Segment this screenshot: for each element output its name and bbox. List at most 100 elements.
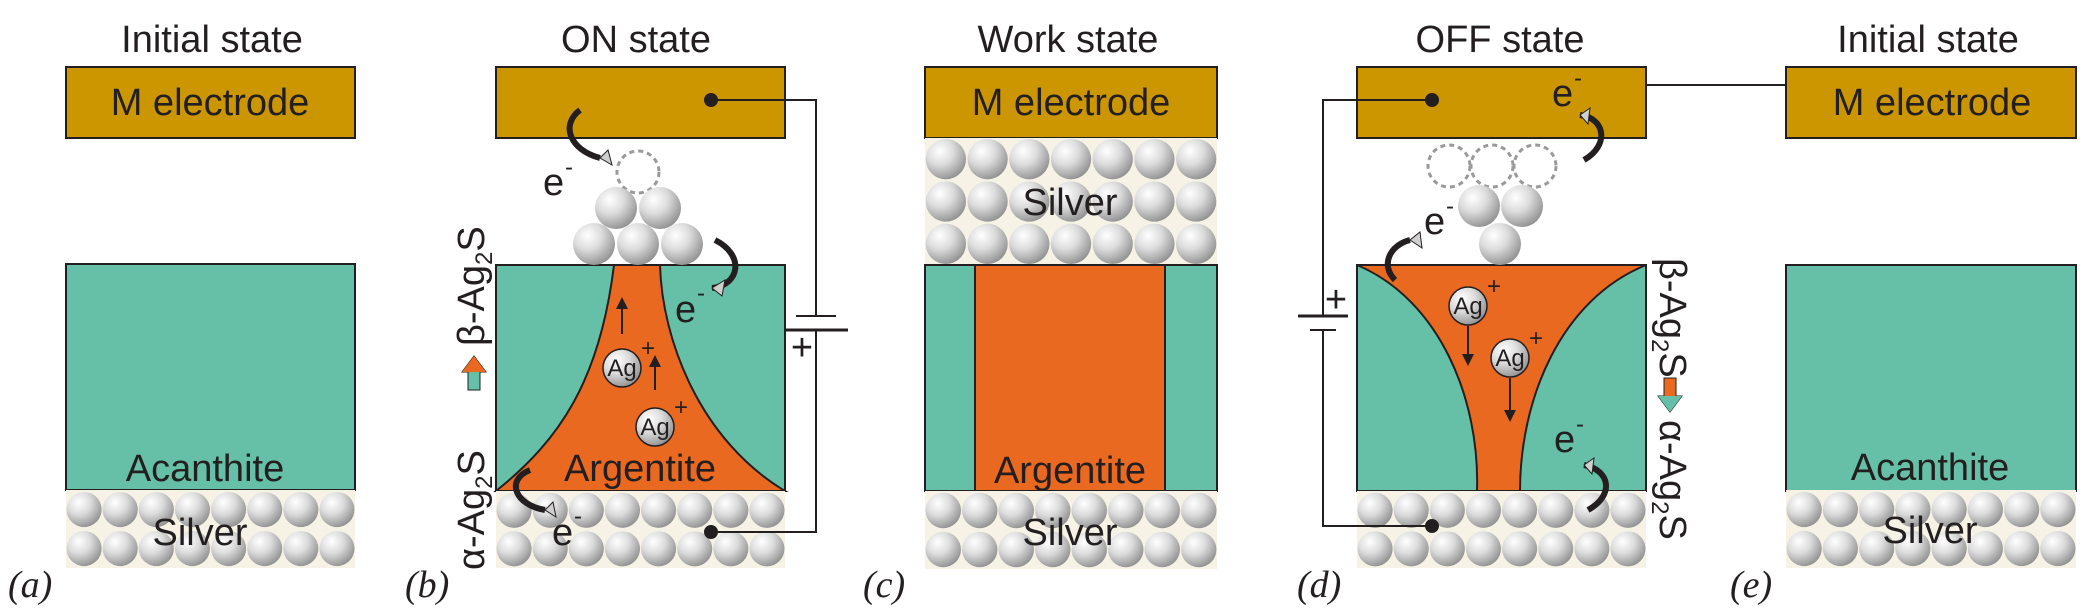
panel-letter-a: (a) xyxy=(8,564,52,606)
electron-d-bottom: e - xyxy=(1554,411,1609,513)
silver-atom xyxy=(1092,181,1133,222)
silver-atom xyxy=(1071,531,1107,568)
silver-top-label-c: Silver xyxy=(1022,182,1117,224)
silver-atom xyxy=(1393,531,1429,567)
svg-text:Ag: Ag xyxy=(1495,345,1524,372)
silver-atom xyxy=(532,531,568,567)
m-electrode-label-e: M electrode xyxy=(1833,82,2032,124)
silver-atom xyxy=(641,531,677,567)
electron-d-mid: e - xyxy=(1384,193,1454,283)
silver-atom xyxy=(925,531,961,568)
argentite-label-b: Argentite xyxy=(564,448,716,490)
silver-atom xyxy=(1538,531,1574,567)
svg-text:Ag: Ag xyxy=(1453,293,1482,320)
circuit-b xyxy=(704,93,848,539)
silver-atom xyxy=(749,531,785,567)
silver-atom xyxy=(138,491,174,528)
phase-label-d: β-Ag2S α-Ag2S xyxy=(1646,258,1693,540)
silver-atom xyxy=(319,530,355,567)
silver-atom xyxy=(1357,492,1393,528)
silver-atom xyxy=(1175,223,1217,264)
silver-atom xyxy=(1931,491,1967,528)
silver-atom xyxy=(1092,139,1133,180)
electron-b-mid: e - xyxy=(675,237,739,331)
silver-atom xyxy=(568,492,604,528)
silver-cluster-d xyxy=(1426,143,1558,265)
svg-text:e: e xyxy=(552,512,573,554)
silver-atom xyxy=(1009,181,1050,222)
svg-text:e: e xyxy=(675,289,696,331)
panel-c: Work state M electrode Silver Argentite … xyxy=(863,19,1218,606)
svg-text:+: + xyxy=(1529,325,1543,352)
silver-atom xyxy=(967,181,1008,222)
silver-atom xyxy=(1538,492,1574,528)
silver-atom xyxy=(749,492,785,528)
svg-text:α-Ag2S: α-Ag2S xyxy=(451,450,498,570)
silver-atom xyxy=(713,492,749,528)
battery-plus-b: + xyxy=(791,327,813,369)
silver-atom xyxy=(66,491,102,528)
silver-cluster-b xyxy=(573,149,703,265)
acanthite-e xyxy=(1785,264,2077,492)
svg-text:-: - xyxy=(1576,411,1584,438)
silver-atom xyxy=(568,531,604,567)
silver-atom xyxy=(1931,530,1967,567)
silver-atom xyxy=(1175,139,1217,180)
acanthite-label-e: Acanthite xyxy=(1851,447,2009,489)
silver-atom xyxy=(496,492,532,528)
silver-atom xyxy=(1502,531,1538,567)
silver-atom xyxy=(138,530,174,567)
svg-text:Ag: Ag xyxy=(640,414,669,441)
silver-atom xyxy=(1429,531,1465,567)
silver-atom xyxy=(283,491,319,528)
acanthite-a xyxy=(65,263,356,491)
silver-atom xyxy=(1786,530,1822,567)
silver-atom xyxy=(1108,492,1144,529)
silver-atom xyxy=(1859,530,1895,567)
silver-atom xyxy=(2004,491,2040,528)
svg-text:e: e xyxy=(543,162,564,204)
silver-label-e: Silver xyxy=(1882,510,1977,552)
silver-atom xyxy=(1009,139,1050,180)
m-electrode-a xyxy=(65,66,356,139)
silver-atom xyxy=(2040,530,2076,567)
silver-atom xyxy=(1859,491,1895,528)
silver-atom xyxy=(1035,492,1071,529)
ag-ion-b1: Ag + xyxy=(602,297,655,388)
svg-text:Ag: Ag xyxy=(607,355,636,382)
svg-text:-: - xyxy=(565,154,573,181)
silver-atom xyxy=(1092,223,1133,264)
silver-atom xyxy=(1786,491,1822,528)
panel-b-title: ON state xyxy=(561,19,711,61)
silver-atom xyxy=(1895,491,1931,528)
silver-atom xyxy=(713,531,749,567)
circuit-d xyxy=(1298,84,1786,533)
silver-atom xyxy=(1144,492,1180,529)
phase-label-b: α-Ag2S β-Ag2S xyxy=(451,226,498,570)
silver-atom xyxy=(967,139,1008,180)
silver-atom xyxy=(925,139,967,180)
electron-b-bottom: e - xyxy=(512,467,582,554)
silver-atom xyxy=(925,492,961,529)
silver-atom xyxy=(247,491,283,528)
silver-atom xyxy=(102,530,138,567)
silver-atom xyxy=(677,531,713,567)
silver-atom xyxy=(1181,492,1217,529)
electron-d-top: e - xyxy=(1552,65,1605,163)
panel-c-title: Work state xyxy=(978,19,1159,61)
silver-atom xyxy=(247,530,283,567)
silver-atom xyxy=(1465,492,1501,528)
ag-ion-d2: Ag + xyxy=(1490,325,1543,422)
silver-atom xyxy=(1967,530,2003,567)
svg-text:-: - xyxy=(697,280,705,307)
silver-atom xyxy=(1050,139,1092,180)
svg-text:-: - xyxy=(574,503,582,530)
svg-text:e: e xyxy=(1424,201,1445,243)
svg-text:+: + xyxy=(1487,273,1501,300)
m-electrode-c xyxy=(924,66,1218,139)
battery-plus-d: + xyxy=(1325,279,1347,321)
svg-text:α-Ag2S: α-Ag2S xyxy=(1646,420,1693,540)
ag-ion-b2: Ag + xyxy=(635,355,688,447)
silver-atom xyxy=(1134,223,1175,264)
panel-a-title: Initial state xyxy=(121,19,303,61)
